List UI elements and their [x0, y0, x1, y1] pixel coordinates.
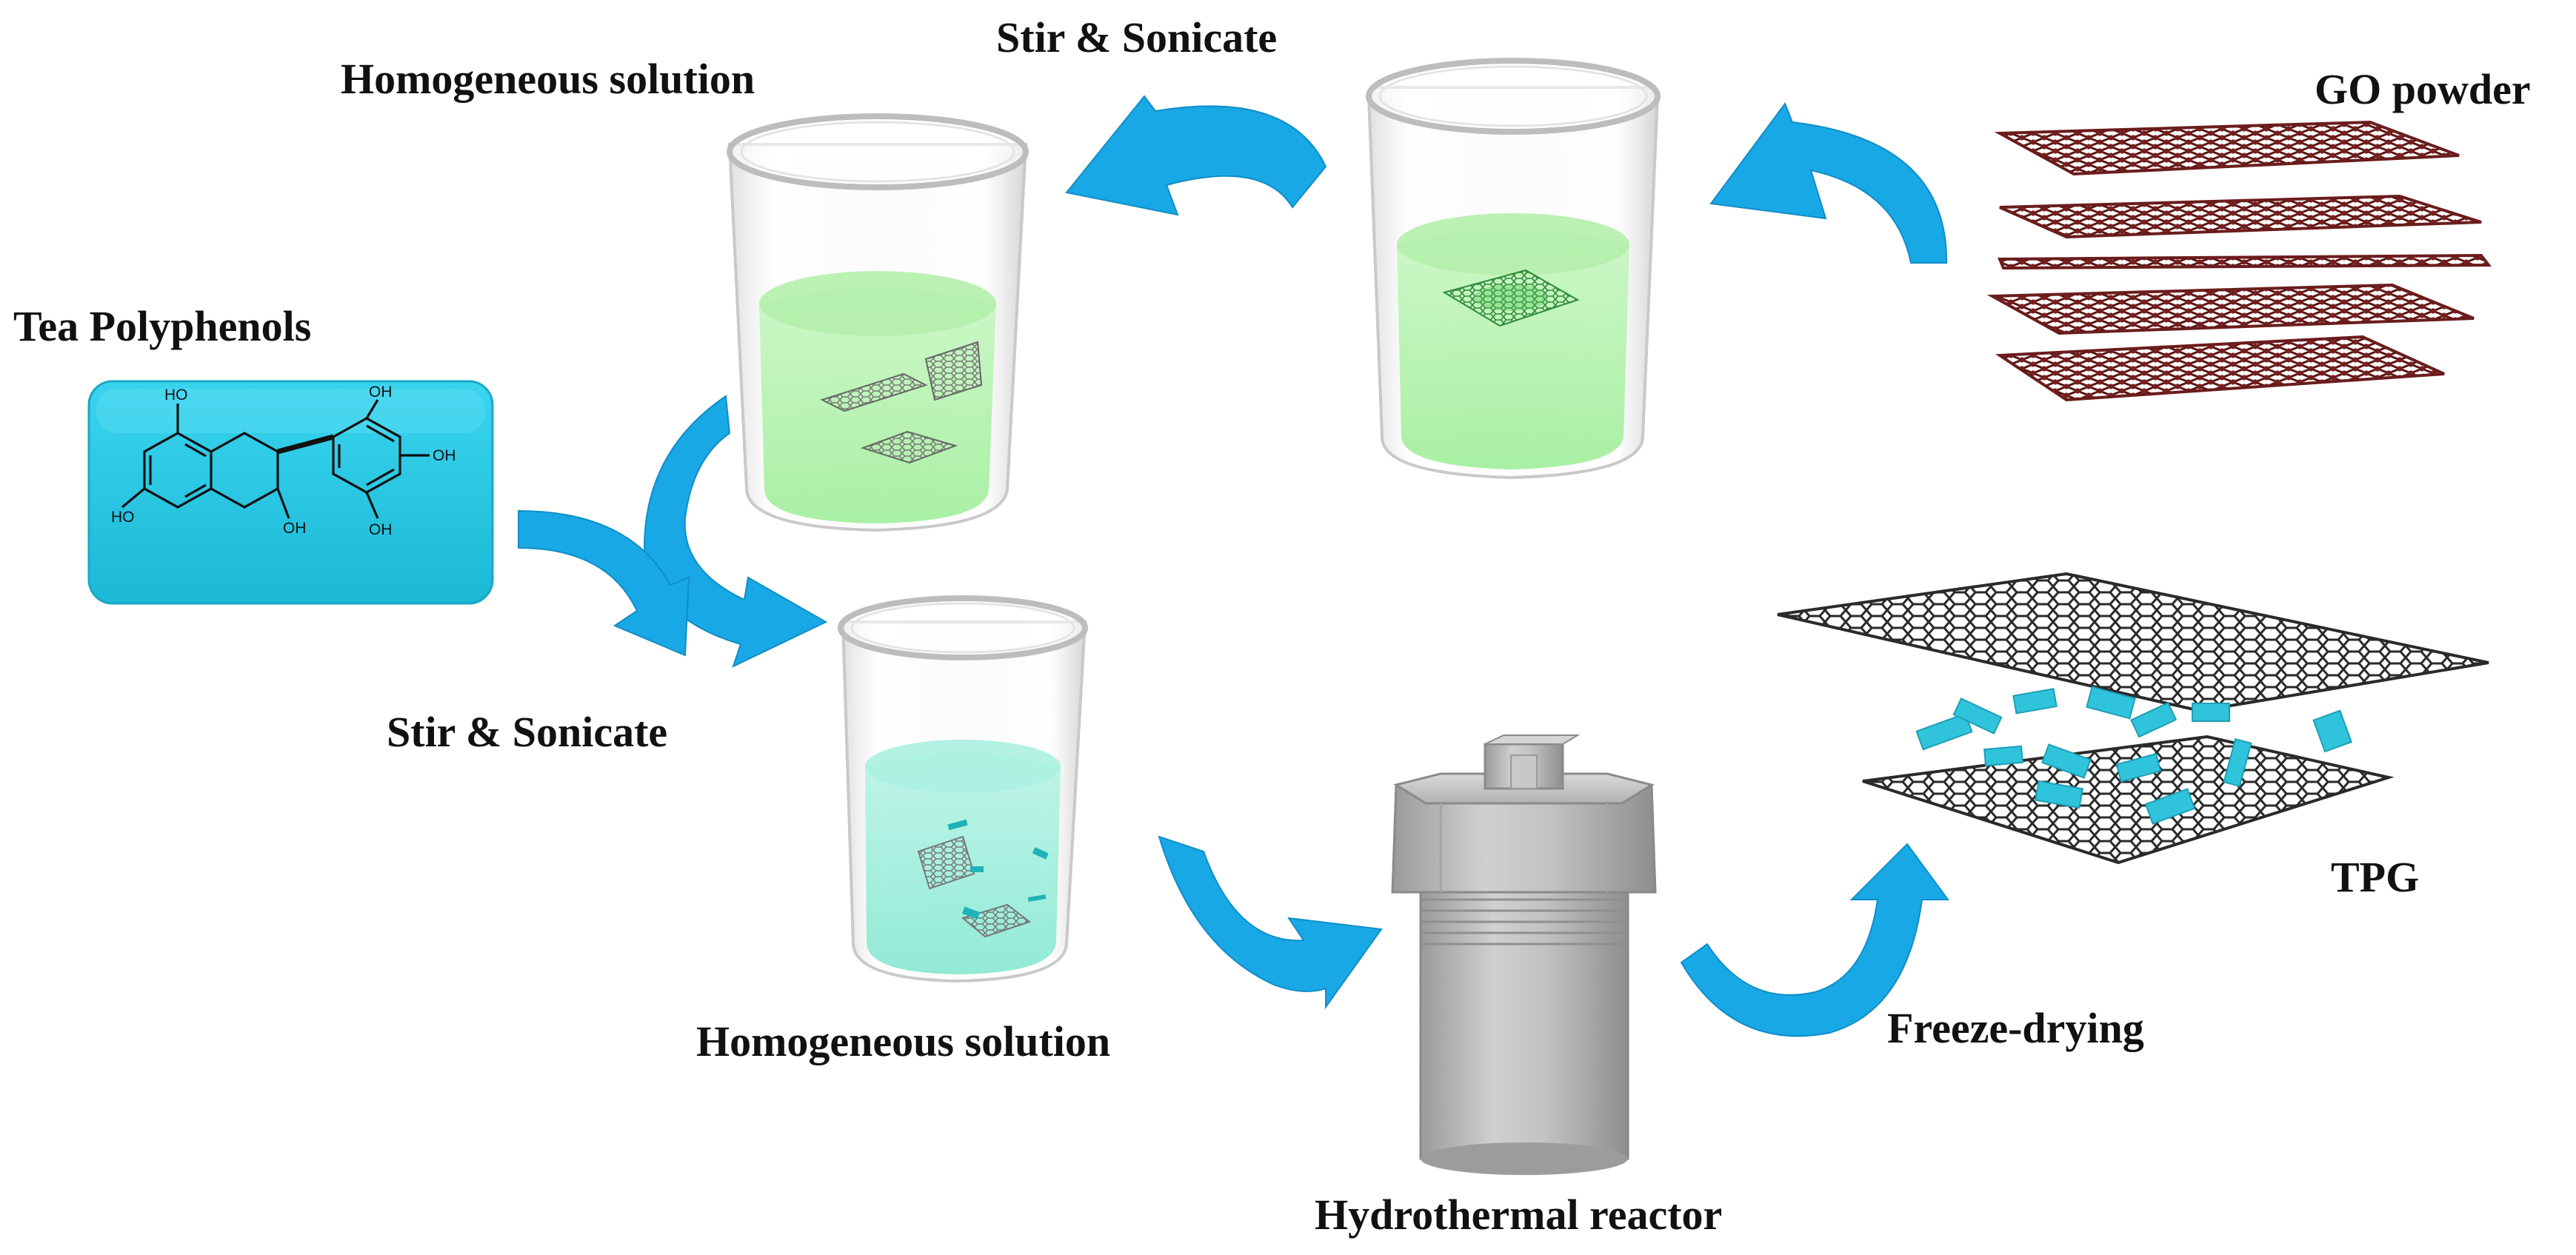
tea-polyphenols-box: HO HO OH OH OH OH [87, 380, 494, 605]
label-homogeneous-bottom: Homogeneous solution [696, 1017, 1111, 1065]
label-homogeneous-top: Homogeneous solution [341, 55, 755, 103]
oh-label-5: OH [433, 447, 456, 464]
arrow-go-to-beaker [1709, 101, 1948, 264]
oh-label-6: OH [369, 521, 393, 538]
label-hydrothermal-reactor: Hydrothermal reactor [1315, 1191, 1723, 1239]
label-tpg: TPG [2331, 853, 2420, 901]
label-tea-polyphenols: Tea Polyphenols [13, 302, 312, 350]
label-go-powder: GO powder [2315, 65, 2531, 113]
arrow-beaker1-to-beaker2 [1065, 95, 1327, 216]
hydrothermal-reactor [1391, 734, 1657, 1175]
beaker-homogeneous-top [727, 113, 1029, 532]
arrow-reactor-to-tpg [1680, 843, 1949, 1037]
tpg-product [1777, 572, 2489, 865]
beaker-go-dispersion [1366, 58, 1661, 480]
arrow-beaker3-to-reactor [1158, 835, 1383, 1010]
label-stir-top: Stir & Sonicate [996, 13, 1278, 61]
oh-label-1: HO [164, 386, 188, 404]
process-arrows [518, 95, 1949, 1037]
label-freeze-drying: Freeze-drying [1887, 1004, 2144, 1052]
polyphenol-pieces [1915, 686, 2353, 825]
oh-label-2: HO [111, 509, 135, 526]
oh-label-4: OH [369, 384, 393, 401]
epigallocatechin-structure [121, 399, 430, 519]
beaker-homogeneous-bottom [838, 595, 1088, 983]
go-powder-stack [1986, 120, 2492, 402]
label-stir-left: Stir & Sonicate [387, 708, 668, 756]
oh-label-3: OH [283, 520, 307, 537]
arrow-tea-to-beaker3 [518, 509, 690, 657]
arrow-beaker2-to-beaker3 [643, 395, 828, 668]
